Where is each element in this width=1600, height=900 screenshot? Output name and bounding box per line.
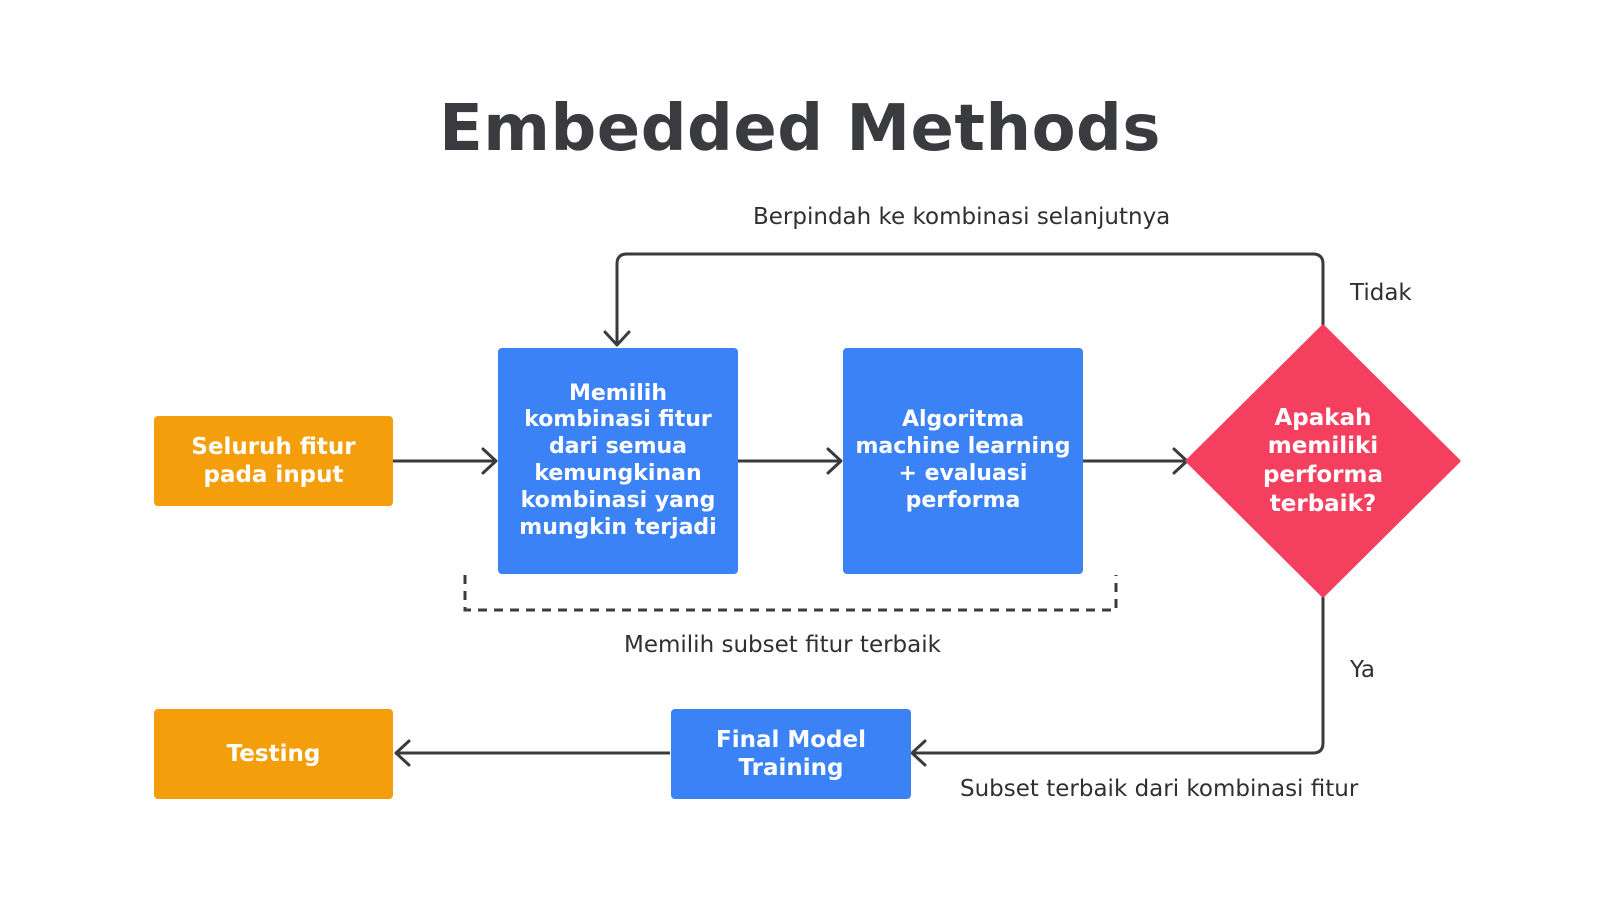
arrowhead-final-training	[910, 739, 927, 767]
node-input-label: Seluruh fitur pada input	[191, 433, 356, 488]
edge-loop-back	[615, 252, 1325, 345]
node-testing: Testing	[154, 709, 393, 799]
edge-yes	[912, 596, 1325, 755]
node-input: Seluruh fitur pada input	[154, 416, 393, 506]
group-bracket	[463, 575, 1118, 612]
edge-label-best-subset: Subset terbaik dari kombinasi fitur	[960, 776, 1359, 802]
arrowhead-ml	[826, 447, 843, 475]
node-final-training-label: Final Model Training	[715, 726, 867, 781]
node-select-combination: Memilih kombinasi fitur dari semua kemun…	[498, 348, 738, 574]
node-testing-label: Testing	[226, 740, 321, 767]
node-final-training: Final Model Training	[671, 709, 911, 799]
arrowhead-testing	[394, 739, 411, 767]
diagram-title: Embedded Methods	[439, 92, 1161, 166]
group-label: Memilih subset fitur terbaik	[624, 632, 941, 658]
edge-label-no: Tidak	[1350, 280, 1412, 306]
edge-label-loop-back: Berpindah ke kombinasi selanjutnya	[753, 204, 1171, 230]
arrowhead-select	[481, 447, 498, 475]
node-ml-algorithm: Algoritma machine learning + evaluasi pe…	[843, 348, 1083, 574]
node-ml-algorithm-label: Algoritma machine learning + evaluasi pe…	[855, 407, 1071, 513]
node-select-combination-label: Memilih kombinasi fitur dari semua kemun…	[519, 380, 717, 540]
node-decision: Apakah memiliki performa terbaik?	[1237, 391, 1409, 531]
decision-diamond	[1185, 324, 1461, 598]
node-decision-label: Apakah memiliki performa terbaik?	[1262, 404, 1384, 517]
arrowhead-loop-back	[603, 330, 631, 347]
edge-label-yes: Ya	[1350, 657, 1375, 683]
